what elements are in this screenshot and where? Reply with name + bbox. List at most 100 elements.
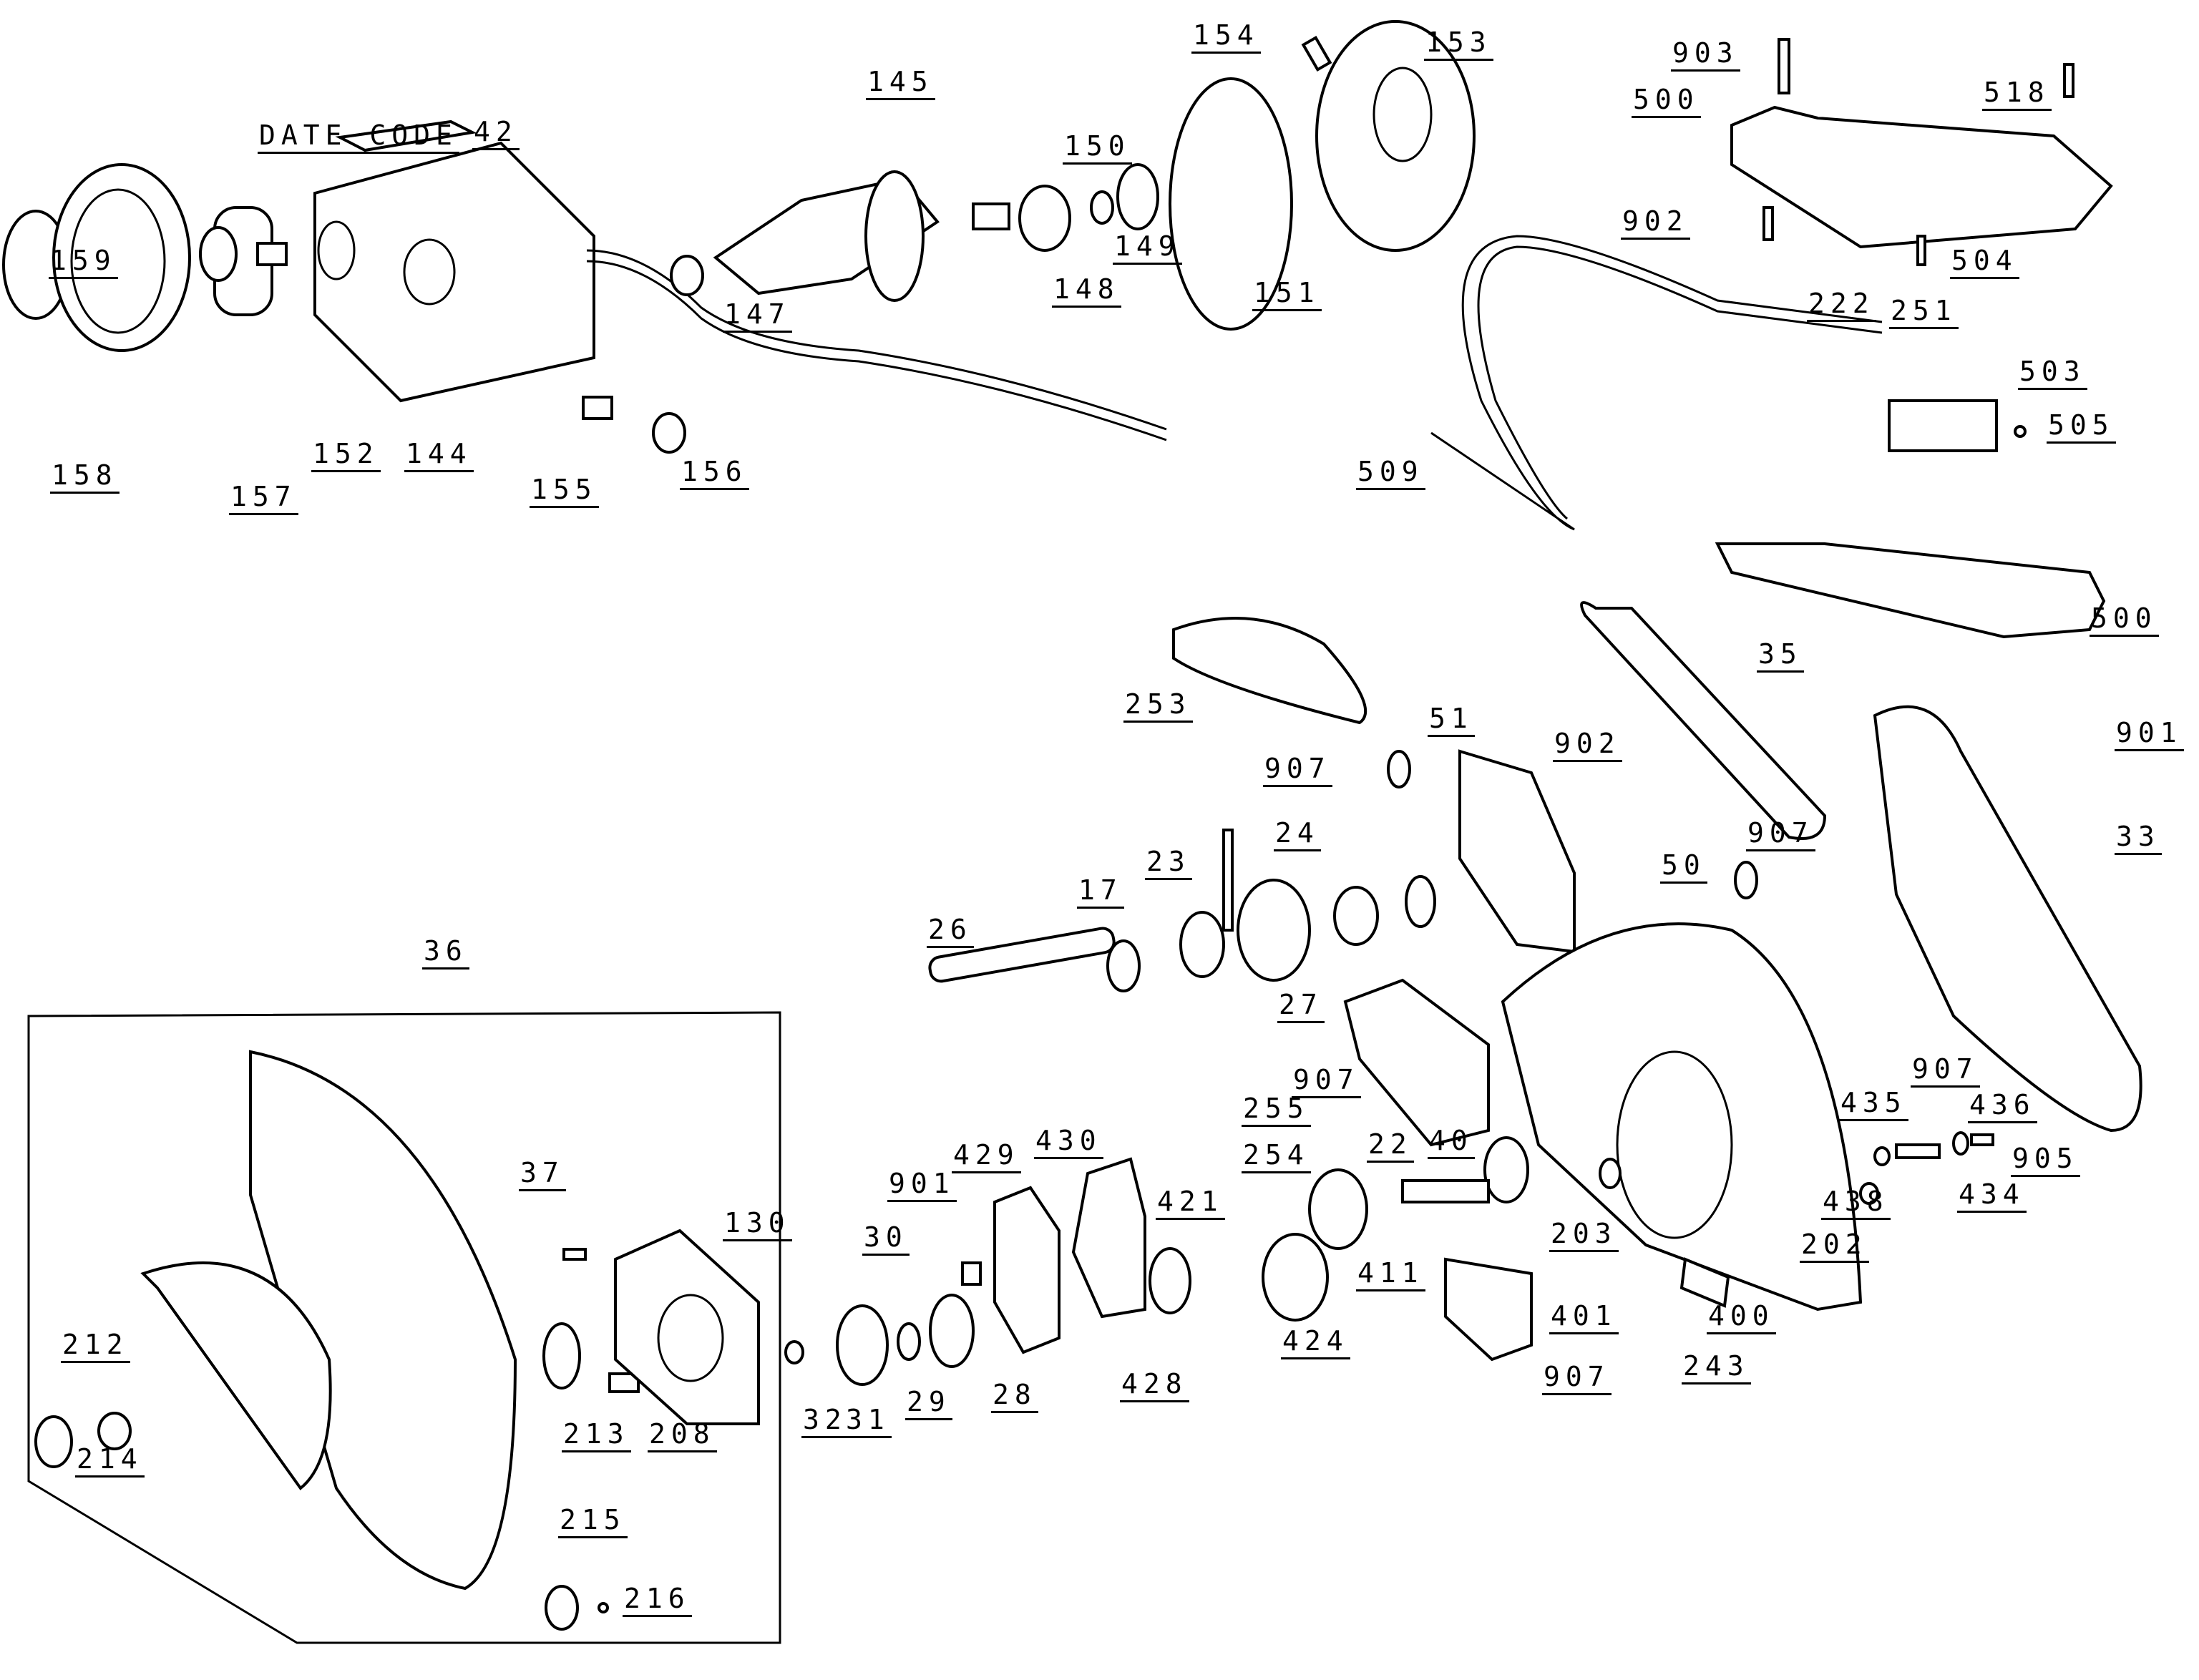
screw-504: [1916, 235, 1926, 266]
part-label-144: 144: [404, 440, 474, 472]
part-label-26: 26: [927, 916, 974, 948]
washer-216: [598, 1602, 609, 1613]
torsion-spring-24: [1222, 829, 1311, 982]
part-label-23: 23: [1145, 848, 1192, 880]
belt-35: [1580, 601, 1827, 840]
brush-holder-top: [199, 226, 288, 282]
bracket-plate: [614, 1229, 760, 1425]
latch-parts-434-438: [1873, 1131, 1994, 1166]
part-label-500-top: 500: [1632, 86, 1701, 118]
part-label-17: 17: [1077, 876, 1124, 909]
part-label-151: 151: [1252, 279, 1322, 311]
part-label-254: 254: [1242, 1141, 1311, 1173]
part-label-216: 216: [623, 1585, 692, 1617]
bracket-401: [1444, 1257, 1533, 1362]
part-label-36: 36: [422, 937, 469, 970]
gear-housing-429: [993, 1186, 1061, 1354]
motor-cord: [586, 249, 1167, 441]
gasket-430: [1071, 1157, 1146, 1319]
label-243: [1679, 1257, 1730, 1308]
part-label-518: 518: [1982, 79, 2052, 111]
date-code-label-part: [335, 119, 477, 152]
part-label-903: 903: [1671, 39, 1740, 72]
part-label-253: 253: [1123, 690, 1193, 723]
part-label-505: 505: [2047, 411, 2116, 444]
part-label-428: 428: [1120, 1370, 1189, 1402]
part-label-401: 401: [1549, 1302, 1619, 1334]
bearing-254: [1308, 1168, 1368, 1250]
part-label-907-b: 907: [1746, 819, 1815, 851]
baffle-151: [1169, 77, 1293, 331]
part-label-214: 214: [75, 1445, 145, 1478]
group-box-36: [27, 1011, 781, 1644]
part-label-155: 155: [530, 476, 599, 508]
screw-37: [562, 1248, 587, 1261]
part-label-158: 158: [50, 461, 120, 494]
clip-50: [1734, 861, 1758, 899]
bolt-32: [784, 1340, 804, 1364]
roller-212: [34, 1415, 73, 1468]
lower-guard: [140, 1050, 517, 1591]
bushing-30: [961, 1261, 982, 1286]
part-label-28: 28: [991, 1381, 1038, 1413]
bearing-147: [670, 255, 704, 296]
part-label-430: 430: [1034, 1127, 1103, 1159]
part-label-222: 222: [1807, 290, 1876, 322]
part-label-153: 153: [1424, 29, 1493, 61]
part-label-35: 35: [1757, 640, 1804, 673]
part-label-504: 504: [1950, 247, 2019, 279]
part-label-500-bottom: 500: [2090, 605, 2159, 637]
part-label-149: 149: [1113, 233, 1182, 265]
bearing-148: [1018, 185, 1071, 252]
washer-28: [929, 1294, 975, 1368]
dowel-154: [1301, 35, 1332, 72]
part-label-255: 255: [1242, 1095, 1311, 1127]
part-label-208: 208: [648, 1420, 717, 1452]
part-label-215: 215: [558, 1506, 628, 1538]
part-label-509: 509: [1356, 458, 1425, 490]
part-label-902-b: 902: [1553, 730, 1622, 762]
part-label-145: 145: [866, 68, 935, 100]
belt-cover-33: [1873, 705, 2142, 1133]
part-label-901-a: 901: [2115, 719, 2184, 751]
part-label-159: 159: [49, 247, 118, 279]
part-label-429: 429: [952, 1141, 1021, 1173]
bushing-202: [1859, 1182, 1879, 1205]
baffle-150: [1116, 163, 1159, 230]
part-label-150: 150: [1063, 132, 1132, 165]
spring-213: [542, 1322, 581, 1390]
date-code-caption: DATE CODE: [258, 122, 459, 154]
cover-253: [1172, 617, 1367, 725]
screw-902: [1762, 206, 1774, 241]
part-label-130: 130: [723, 1209, 792, 1241]
part-label-24: 24: [1274, 819, 1321, 851]
part-label-243: 243: [1682, 1352, 1751, 1384]
roller-215: [545, 1585, 579, 1631]
flange-31: [836, 1304, 889, 1386]
part-label-51: 51: [1428, 705, 1475, 737]
part-label-400: 400: [1707, 1302, 1776, 1334]
part-label-503: 503: [2018, 358, 2087, 390]
part-label-434: 434: [1957, 1181, 2027, 1213]
part-label-411: 411: [1356, 1259, 1425, 1291]
part-label-213: 213: [562, 1420, 631, 1452]
part-label-30: 30: [862, 1224, 910, 1256]
part-label-154: 154: [1191, 21, 1261, 54]
washer-29: [897, 1322, 921, 1361]
part-label-907-d: 907: [1911, 1055, 1980, 1088]
part-label-37: 37: [519, 1159, 566, 1191]
handle-half-500-bottom: [1715, 542, 2106, 639]
handle-cord-509: [1430, 235, 1883, 531]
part-label-901-b: 901: [887, 1170, 957, 1202]
upper-guard-400: [1501, 922, 1863, 1312]
washer-149: [1090, 190, 1114, 225]
part-label-907-c: 907: [1292, 1066, 1361, 1098]
handle-half-500-top: [1730, 105, 2113, 249]
spindle-shaft-26: [928, 927, 1116, 983]
part-label-435: 435: [1839, 1089, 1908, 1121]
field-housing-144: [313, 141, 595, 403]
part-label-27: 27: [1277, 991, 1325, 1023]
gear-case-153: [1315, 20, 1476, 252]
arm-assembly: [1343, 749, 1576, 1147]
